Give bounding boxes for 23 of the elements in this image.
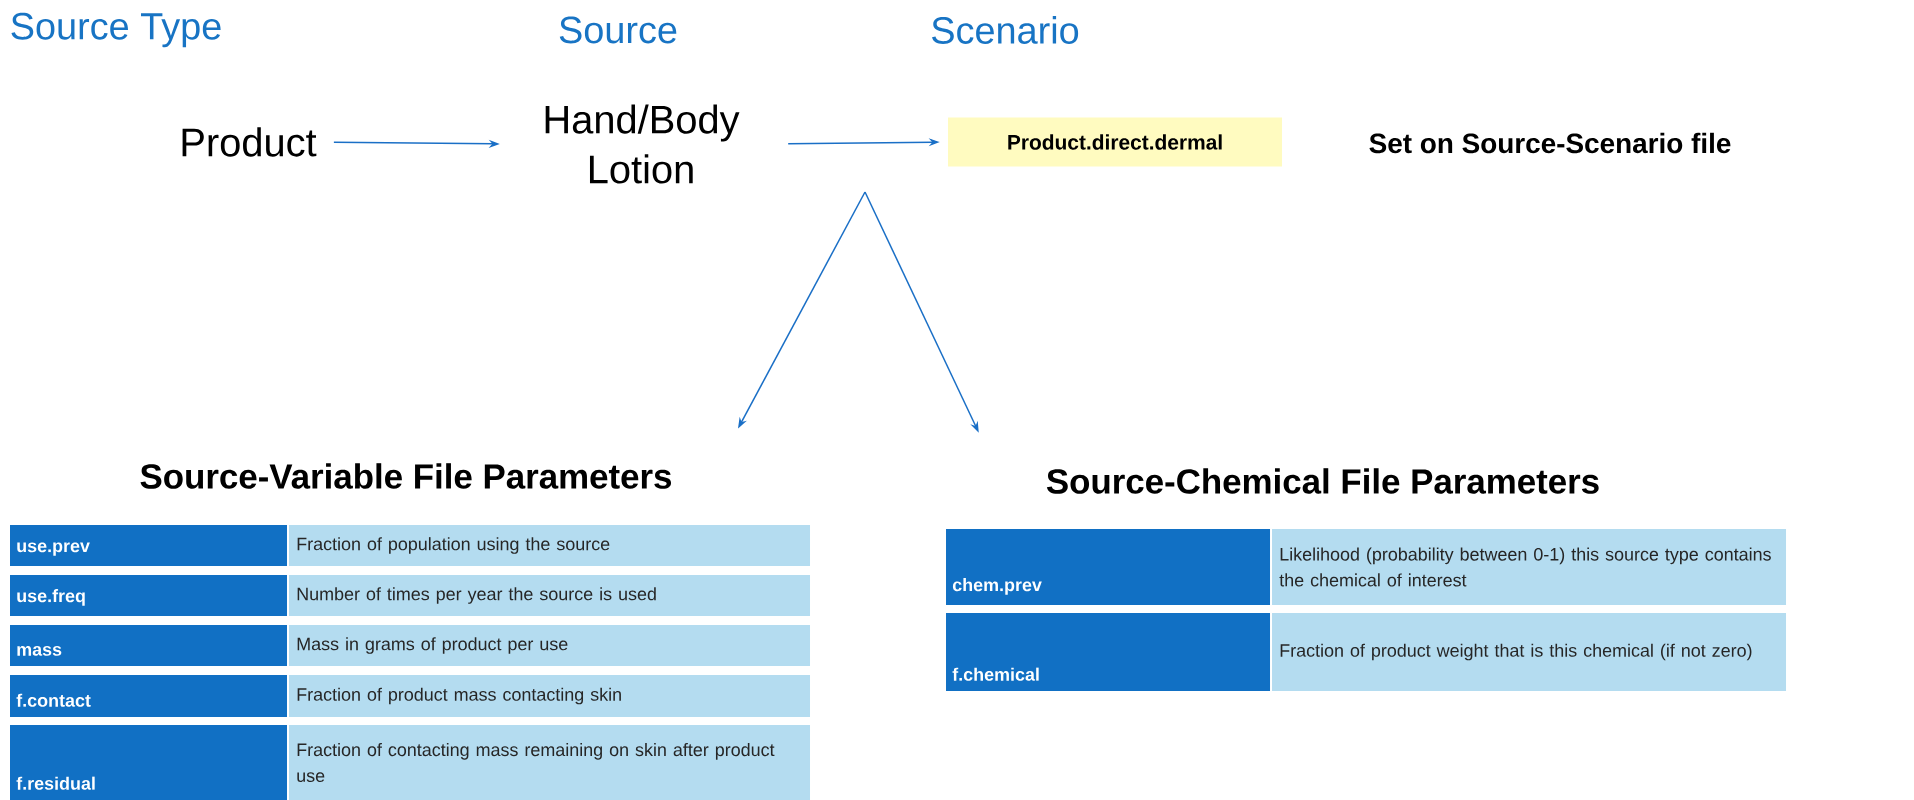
table-heading: Source-Variable File Parameters [140, 463, 671, 489]
note-text: Set on Source-Scenario file [1369, 132, 1731, 154]
column-heading: Source Type [11, 12, 221, 48]
value-cell: Fraction of product weight that is this chemical (if not zero) [1272, 613, 1786, 691]
value-cell: Likelihood (probability between 0-1) this source type contains the chemical of interest [1272, 529, 1786, 605]
key-cell: f.contact [10, 675, 287, 717]
key-cell: f.chemical [946, 613, 1270, 691]
value-cell: Number of times per year the source is used [289, 575, 810, 616]
table-heading: Source-Chemical File Parameters [1046, 468, 1599, 494]
source-type-text: Product [182, 127, 317, 157]
column-heading: Source [559, 16, 677, 44]
value-cell: Mass in grams of product per use [289, 625, 810, 666]
key-cell: f.residual [10, 725, 287, 800]
column-heading: Scenario [932, 16, 1079, 44]
key-cell: chem.prev [946, 529, 1270, 605]
key-cell: mass [10, 625, 287, 666]
source-text: Hand/Body Lotion [545, 104, 740, 184]
key-cell: use.freq [10, 575, 287, 616]
key-cell: use.prev [10, 525, 287, 566]
value-cell: Fraction of contacting mass remaining on skin after product use [289, 725, 810, 800]
value-cell: Fraction of product mass contacting skin [289, 675, 810, 717]
value-cell: Fraction of population using the source [289, 525, 810, 566]
scenario-box: Product.direct.dermal [948, 117, 1282, 167]
